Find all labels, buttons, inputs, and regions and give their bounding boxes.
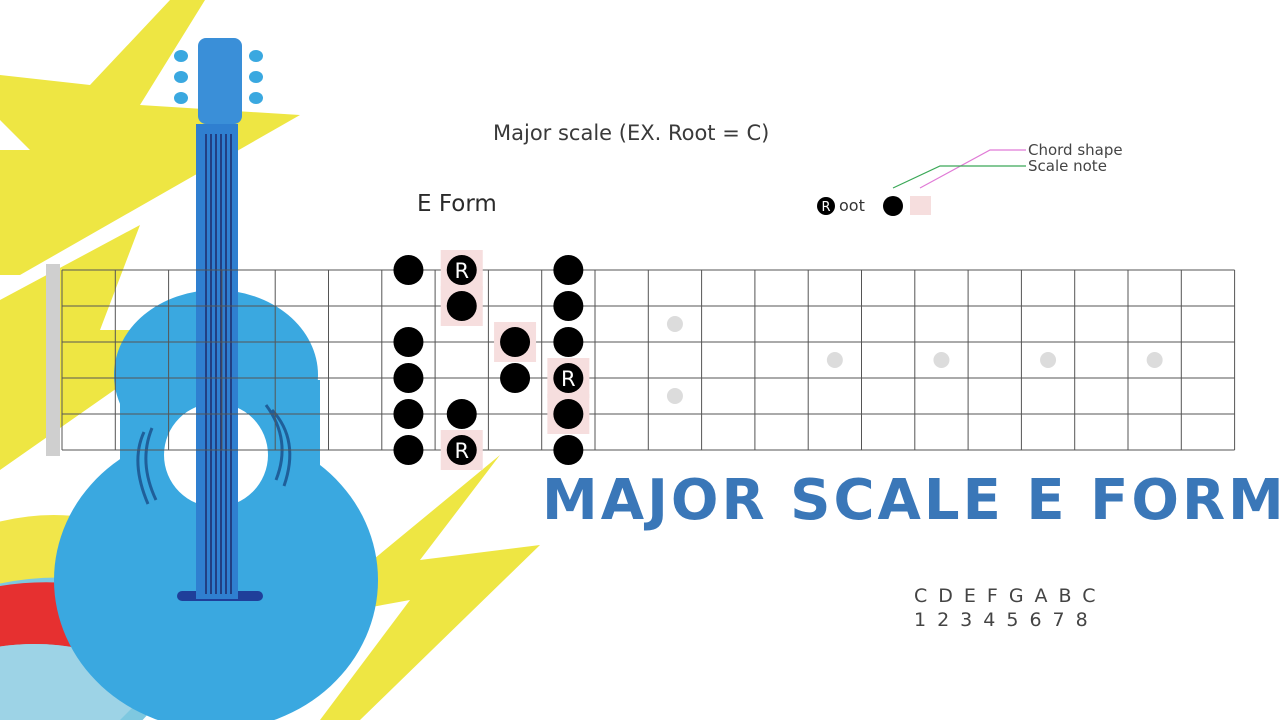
legend-chord-square — [910, 196, 931, 215]
fret-marker — [826, 352, 843, 368]
scale-note-dot — [553, 291, 584, 321]
scale-note-dot — [553, 327, 584, 357]
scale-note-dot — [500, 363, 531, 393]
legend-scale-line — [892, 165, 1026, 189]
scale-note-dot — [553, 399, 584, 429]
scale-note-dot — [393, 399, 424, 429]
form-label: E Form — [417, 191, 497, 217]
root-note-dot — [553, 363, 584, 393]
lightning-bolt-bottom-icon — [300, 455, 540, 720]
legend-root-label: oot — [839, 196, 865, 215]
lightning-bolt-top-icon — [0, 0, 300, 275]
fret-marker — [666, 388, 683, 404]
scale-note-dot — [553, 255, 584, 285]
root-note-label: R — [454, 259, 469, 283]
root-note-dot — [446, 255, 477, 285]
scale-note-dot — [393, 435, 424, 465]
legend-root-marker — [817, 197, 835, 215]
scale-note-dot — [446, 399, 477, 429]
fret-marker — [1040, 352, 1057, 368]
guitar-neck — [174, 38, 263, 599]
scale-note-dot — [393, 255, 424, 285]
fretboard-nut — [46, 264, 60, 456]
root-note-label: R — [561, 367, 576, 391]
legend-scale-dot — [883, 196, 903, 216]
scale-note-dot — [393, 327, 424, 357]
scale-degree-numbers: 12345678 — [914, 609, 1099, 631]
scale-note-dot — [553, 435, 584, 465]
headline-title: MAJOR SCALE E FORM — [542, 468, 1280, 533]
legend-chord-shape-label: Chord shape — [1028, 141, 1123, 159]
legend-scale-note-label: Scale note — [1028, 157, 1107, 175]
fret-marker — [1146, 352, 1163, 368]
diagram-subtitle: Major scale (EX. Root = C) — [493, 121, 770, 145]
scale-note-dot — [446, 291, 477, 321]
legend-chord-line — [919, 149, 1026, 189]
root-note-dot — [446, 435, 477, 465]
fret-marker — [933, 352, 950, 368]
scale-note-dot — [393, 363, 424, 393]
root-note-label: R — [454, 439, 469, 463]
scale-note-names: CDEFGABC — [914, 585, 1107, 607]
fret-marker — [666, 316, 683, 332]
scale-note-dot — [500, 327, 531, 357]
legend-root-marker-letter: R — [821, 200, 830, 215]
